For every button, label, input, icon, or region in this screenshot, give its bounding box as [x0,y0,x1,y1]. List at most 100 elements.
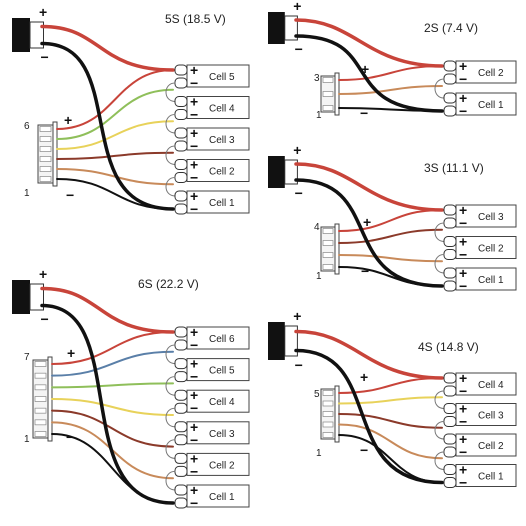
cell-positive-symbol: + [190,419,198,435]
cell-positive-plug [174,358,188,370]
balance-positive-symbol: + [361,61,369,77]
cell-positive-symbol: + [459,90,467,106]
cell-positive-plug [443,92,457,104]
cell-negative-plug [443,249,457,260]
cell-positive-symbol: + [190,62,198,78]
balance-pin [39,126,52,132]
diagram-title: 2S (7.4 V) [424,21,478,35]
cell-box [455,236,517,259]
cell: +−Cell 3 [434,401,517,440]
balance-negative-symbol: − [66,187,74,203]
cell-negative-symbol: − [459,247,467,263]
balance-pin [322,390,334,396]
cell: +−Cell 3 [165,125,250,165]
cell-positive-symbol: + [459,202,467,218]
cell-box [455,372,517,396]
cell-label: Cell 2 [478,244,504,255]
series-link [165,145,176,165]
cell: +−Cell 2 [165,157,250,197]
cell-label: Cell 1 [478,100,504,111]
balance-wire [51,409,174,448]
cell-box [186,96,250,119]
cell-negative-symbol: − [459,444,467,460]
pin-number-top: 5 [314,389,320,400]
main-negative-symbol: − [295,357,303,373]
cell: +−Cell 1 [443,265,517,294]
cell-box [186,127,250,151]
main-negative-symbol: − [41,49,49,65]
cell-negative-symbol: − [190,432,198,448]
series-link [165,407,176,428]
cell-positive-plug [443,60,457,72]
series-link [434,254,445,274]
cell-negative-plug [443,385,457,397]
pin-number-bottom: 1 [24,188,30,199]
balance-pin [39,166,52,172]
cell-negative-plug [443,217,457,229]
cell-negative-plug [443,446,457,458]
cell: +−Cell 2 [165,450,250,491]
balance-wire [51,398,174,416]
cell-label: Cell 3 [478,212,504,223]
balance-positive-symbol: + [363,214,371,230]
series-link [165,82,176,102]
cell-negative-symbol: − [459,414,467,430]
balance-pin [322,105,334,111]
cell-positive-symbol: + [190,450,198,466]
diagram-2s: 2S (7.4 V)+−31+−+−Cell 2+−Cell 1 [268,0,517,121]
cell-positive-plug [174,190,188,202]
cell-negative-plug [174,497,188,509]
series-link [165,439,176,459]
cell-label: Cell 2 [209,167,235,178]
diagram-title: 5S (18.5 V) [165,12,226,26]
cell: +−Cell 1 [443,462,517,491]
cell-negative-plug [174,203,188,215]
balance-pin [322,252,334,258]
cell-positive-symbol: + [190,324,198,340]
cell: +−Cell 4 [165,94,250,134]
balance-wire [56,151,174,160]
cell-label: Cell 3 [209,429,235,440]
cell-positive-plug [443,433,457,445]
cell-positive-plug [174,96,188,107]
cell-box [186,389,250,413]
diagram-4s: 4S (14.8 V)+−51+−+−Cell 4+−Cell 3+−Cell … [268,308,517,491]
balance-pin [34,407,47,414]
cell-box [186,190,250,214]
cell-box [186,421,250,445]
cell-negative-symbol: − [459,215,467,231]
cell-negative-symbol: − [190,495,198,511]
cell-positive-symbol: + [459,234,467,250]
main-connector [268,322,285,360]
balance-wire [338,396,443,405]
cell-label: Cell 1 [478,275,504,286]
main-negative-symbol: − [41,311,49,327]
cell-negative-symbol: − [459,475,467,491]
main-positive-symbol: + [293,0,301,14]
series-link [165,114,176,134]
cell-negative-symbol: − [459,71,467,87]
cell: +−Cell 3 [434,202,517,242]
cell-negative-plug [174,140,188,152]
cell-label: Cell 3 [478,411,504,422]
cell-negative-symbol: − [190,107,198,123]
main-connector-socket [29,283,44,311]
cell-positive-symbol: + [190,125,198,141]
cell-positive-plug [443,267,457,279]
cell-negative-plug [174,402,188,414]
cell-negative-plug [443,73,457,85]
cell-negative-plug [443,477,457,488]
cell: +−Cell 2 [434,58,517,99]
cell-box [186,64,250,88]
balance-wire [338,266,443,287]
main-connector-socket [29,21,44,49]
cell-positive-plug [443,372,457,384]
cell-negative-symbol: − [190,369,198,385]
cell-negative-plug [443,280,457,292]
series-link [434,222,445,242]
balance-pin [322,421,334,428]
diagram-3s: 3S (11.1 V)+−41+−+−Cell 3+−Cell 2+−Cell … [268,142,517,294]
balance-pin [34,372,47,379]
balance-pin [34,384,47,391]
cell-positive-plug [443,403,457,414]
